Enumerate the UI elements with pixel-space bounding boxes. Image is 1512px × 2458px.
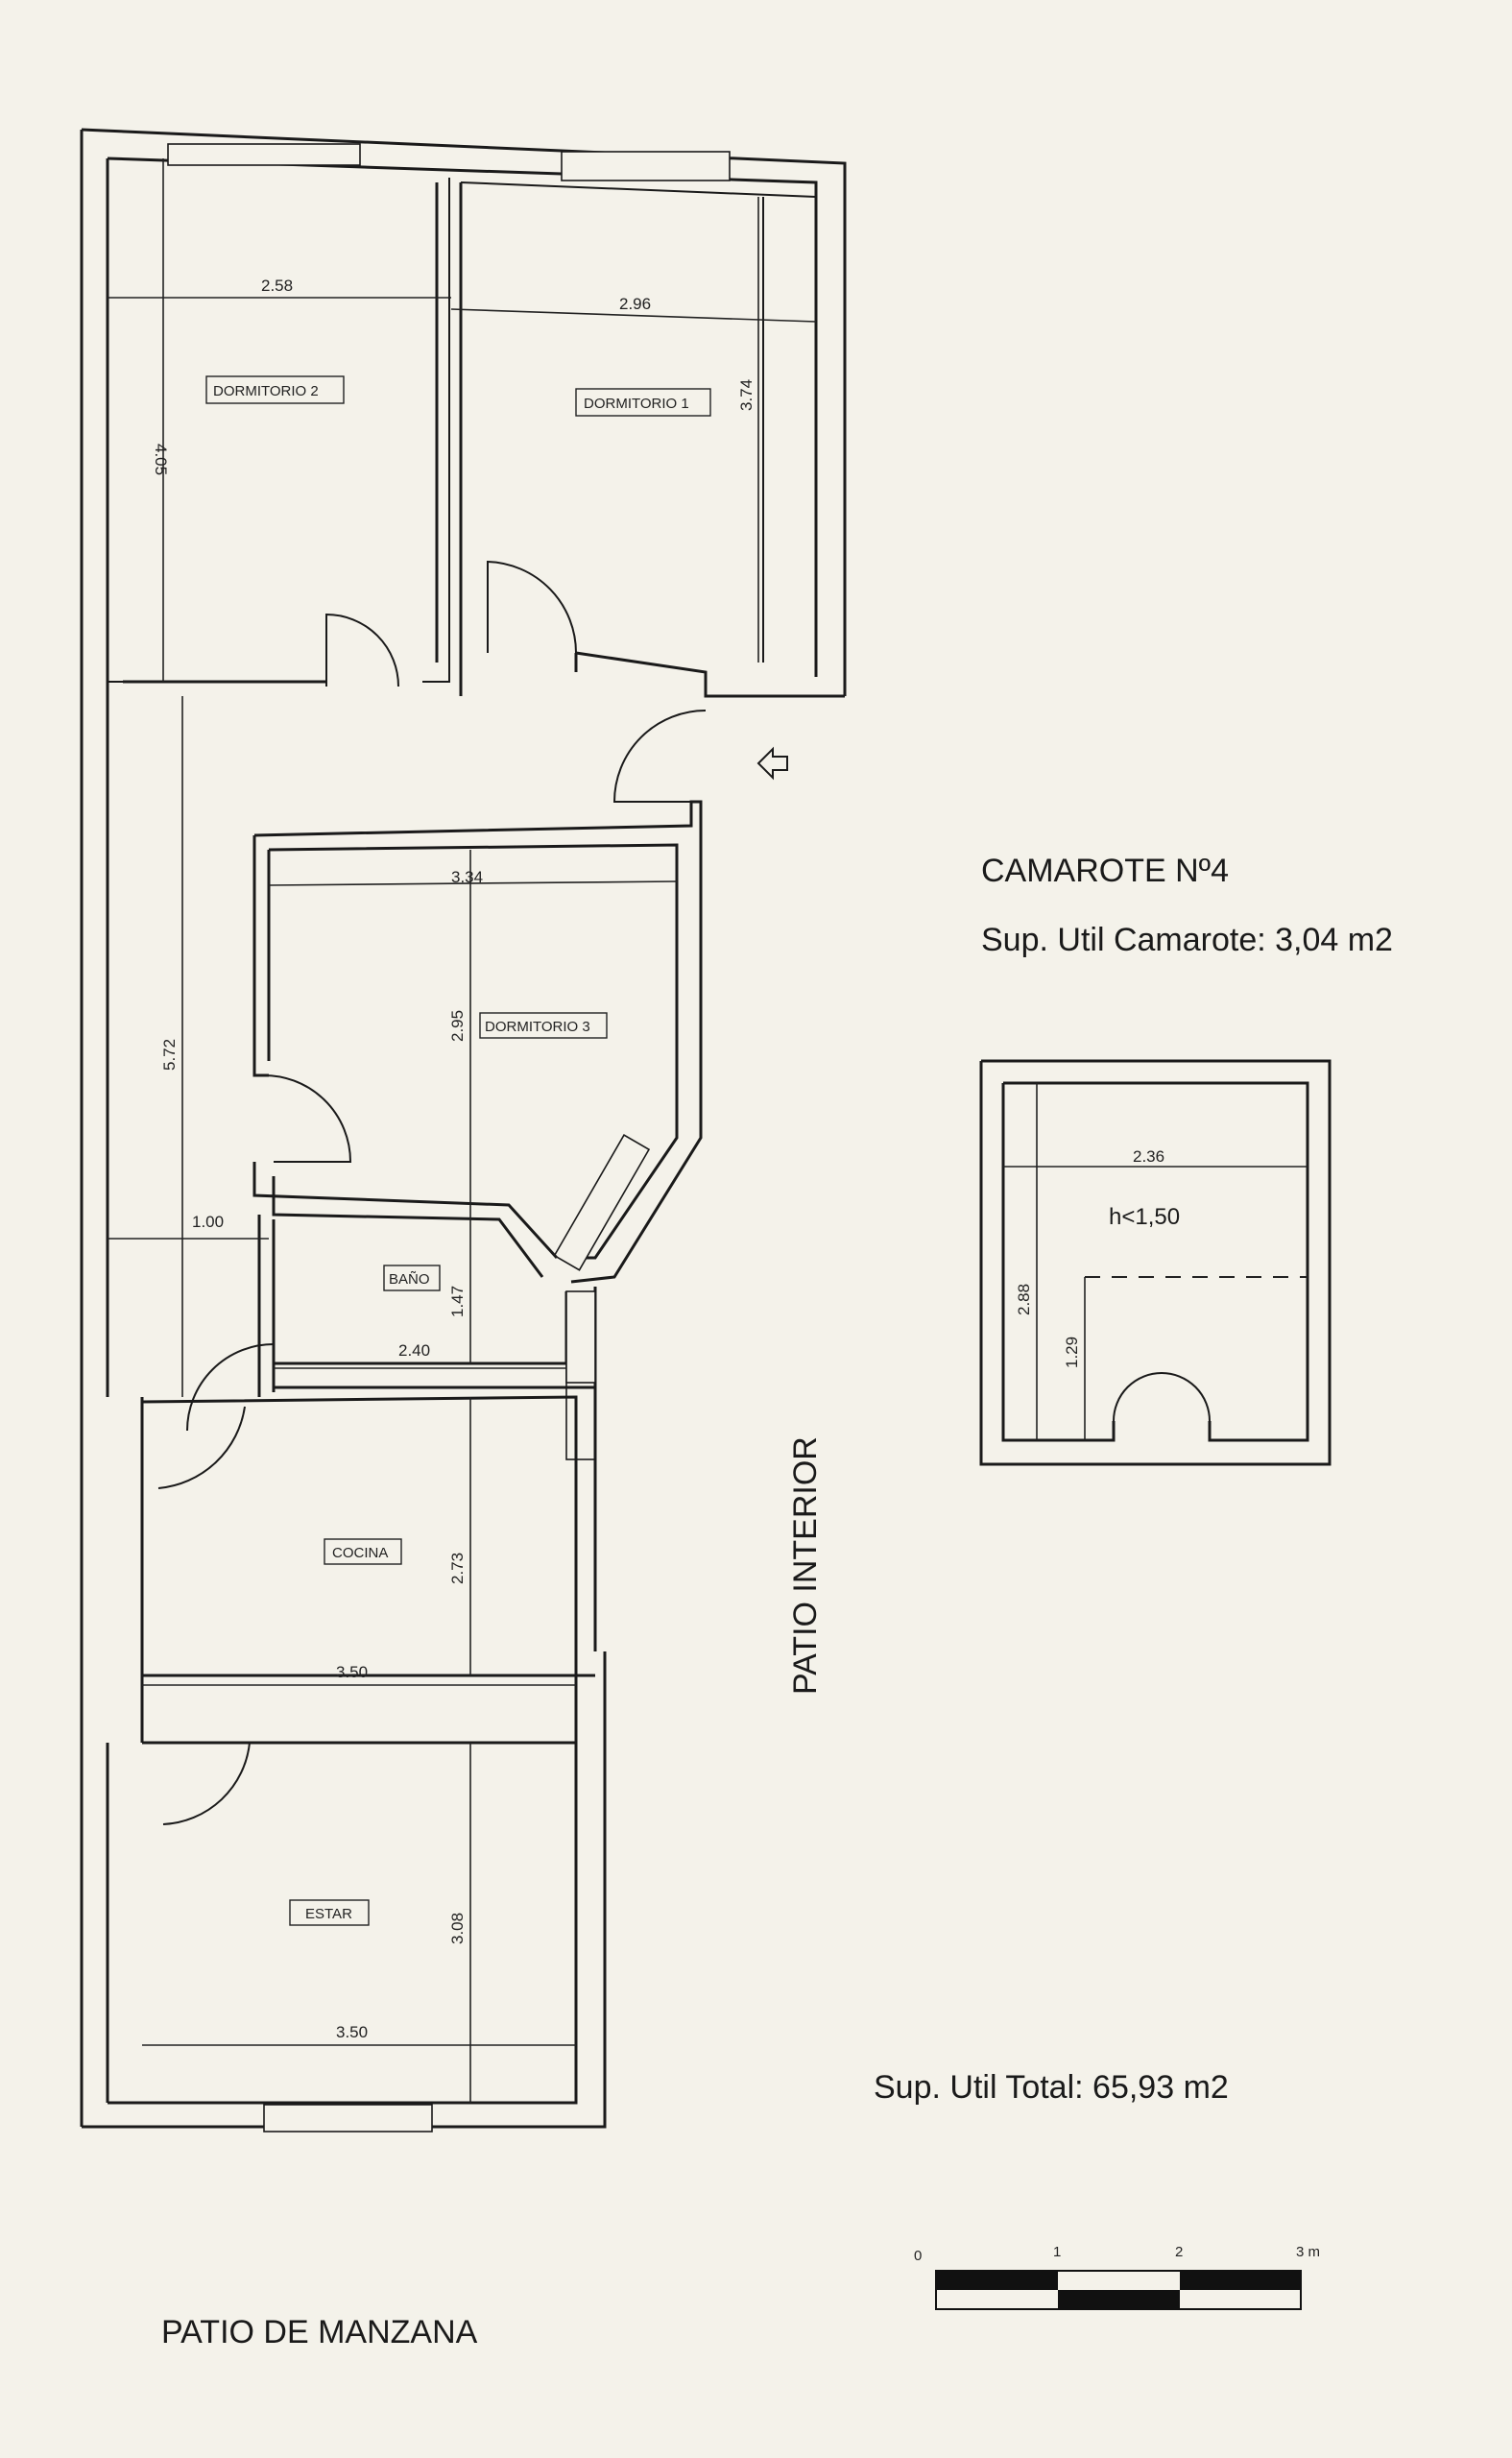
camarote-dim-width: 2.36 [1133, 1147, 1164, 1166]
camarote-title: CAMAROTE Nº4 [981, 853, 1229, 889]
label-dormitorio-2: DORMITORIO 2 [213, 383, 319, 399]
dim-estar-width: 3.50 [336, 2023, 368, 2041]
dim-d3-width: 3.34 [451, 868, 483, 886]
dim-d1-height: 3.74 [737, 379, 756, 411]
label-patio-manzana: PATIO DE MANZANA [161, 2314, 478, 2350]
windows [167, 143, 731, 2133]
room-dormitorio-2 [107, 158, 463, 696]
camarote-plan: 2.36 2.88 1.29 h<1,50 [979, 1059, 1332, 1466]
total-surface: Sup. Util Total: 65,93 m2 [874, 2069, 1229, 2106]
dim-cocina-width: 3.50 [336, 1663, 368, 1681]
exterior-walls [80, 128, 847, 2129]
entrance-door [612, 710, 788, 803]
label-estar: ESTAR [305, 1906, 352, 1922]
dim-d2-height: 4.05 [152, 444, 170, 475]
dim-corridor-width: 1.00 [192, 1213, 224, 1231]
dim-bano-width: 2.40 [398, 1341, 430, 1360]
scale-tick-3: 3 m [1296, 2244, 1320, 2260]
camarote-height-note: h<1,50 [1109, 1204, 1180, 1230]
scale-tick-2: 2 [1175, 2244, 1183, 2260]
camarote-dim-height: 2.88 [1015, 1284, 1033, 1315]
label-dormitorio-1: DORMITORIO 1 [584, 396, 689, 412]
dimension-labels: 2.58 2.96 4.05 3.74 3.34 2.95 5.72 1.00 … [152, 277, 756, 2041]
scale-tick-0: 0 [914, 2248, 922, 2264]
label-dormitorio-3: DORMITORIO 3 [485, 1019, 590, 1035]
label-bano: BAÑO [389, 1271, 430, 1288]
room-cocina [140, 1387, 597, 1677]
dim-d1-width: 2.96 [619, 295, 651, 313]
dimension-lines [108, 158, 817, 2103]
room-dormitorio-3 [252, 800, 703, 1284]
entrance-arrow-icon [756, 746, 788, 781]
room-dormitorio-1 [460, 181, 817, 672]
label-patio-interior: PATIO INTERIOR [787, 1436, 824, 1695]
scale-bar: 0 1 2 3 m [914, 2244, 1320, 2310]
label-cocina: COCINA [332, 1545, 388, 1561]
dim-cocina-height: 2.73 [448, 1553, 467, 1584]
dim-d3-height: 2.95 [448, 1010, 467, 1042]
camarote-dim-low-height: 1.29 [1063, 1337, 1081, 1368]
room-labels: DORMITORIO 2 DORMITORIO 1 DORMITORIO 3 B… [205, 375, 711, 1926]
dim-bano-height: 1.47 [448, 1286, 467, 1317]
dim-d2-width: 2.58 [261, 277, 293, 295]
room-estar [106, 1675, 578, 2103]
dim-corridor-length: 5.72 [160, 1039, 179, 1071]
camarote-surface: Sup. Util Camarote: 3,04 m2 [981, 922, 1393, 958]
scale-tick-1: 1 [1053, 2244, 1061, 2260]
room-bano [186, 1215, 597, 1432]
dim-estar-height: 3.08 [448, 1913, 467, 1944]
